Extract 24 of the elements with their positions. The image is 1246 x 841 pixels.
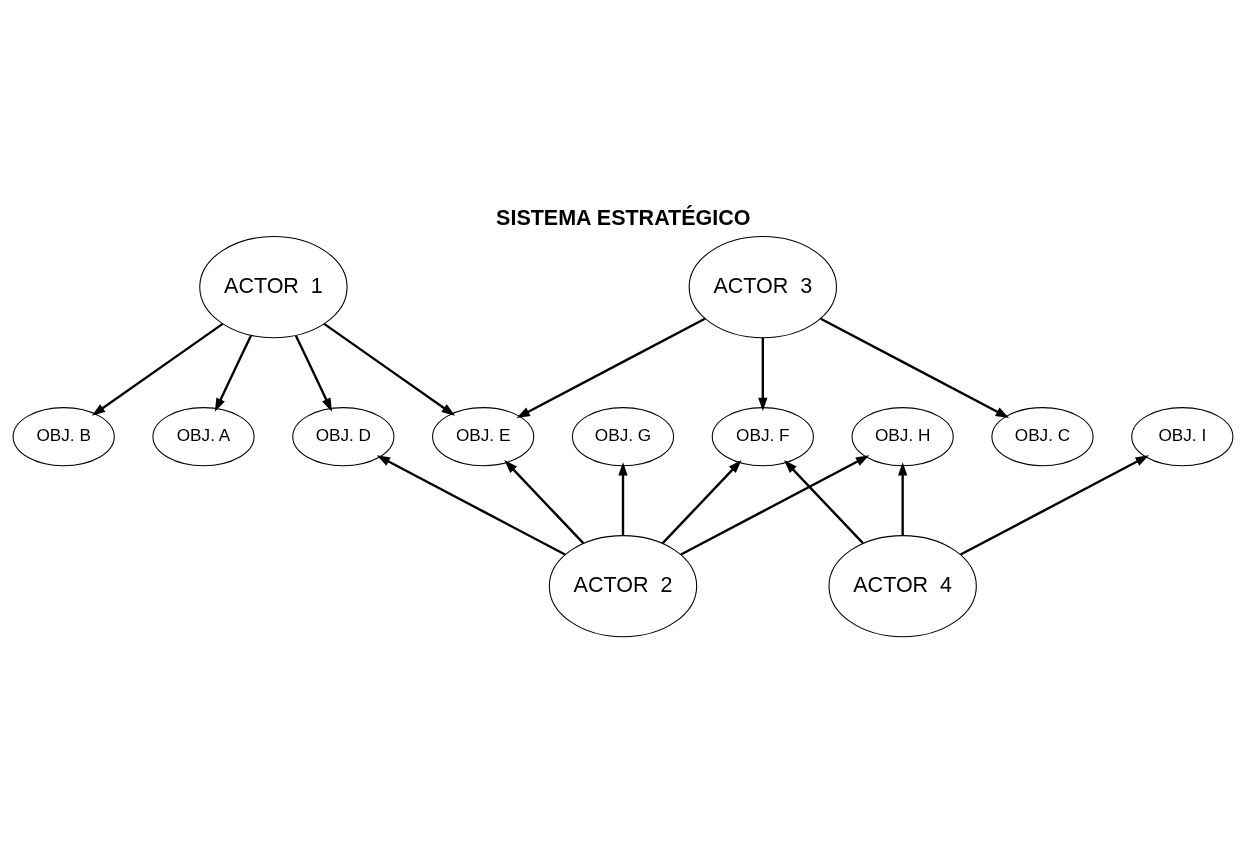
- diagram-title: SISTEMA ESTRATÉGICO: [496, 205, 751, 230]
- arrow: [516, 317, 706, 418]
- arrow: [820, 317, 1010, 418]
- arrow: [784, 460, 864, 544]
- arrow: [376, 455, 566, 556]
- arrow: [758, 337, 768, 412]
- node-ellipse: ACTOR 4: [828, 535, 977, 638]
- arrow: [504, 460, 585, 544]
- arrow: [91, 322, 224, 416]
- arrow: [898, 462, 908, 536]
- arrow: [680, 455, 870, 556]
- node-ellipse: OBJ. A: [152, 407, 255, 467]
- arrow: [618, 462, 628, 536]
- node-ellipse: ACTOR 1: [199, 236, 348, 339]
- node-ellipse: OBJ. F: [711, 407, 814, 467]
- node-ellipse: OBJ. G: [571, 407, 675, 467]
- node-ellipse: ACTOR 2: [548, 535, 698, 638]
- arrow: [661, 460, 742, 544]
- arrow: [214, 335, 252, 412]
- arrow: [960, 455, 1149, 556]
- arrow: [323, 322, 455, 416]
- arrow: [294, 335, 332, 412]
- node-ellipse: OBJ. B: [12, 407, 115, 467]
- node-ellipse: ACTOR 3: [688, 236, 838, 339]
